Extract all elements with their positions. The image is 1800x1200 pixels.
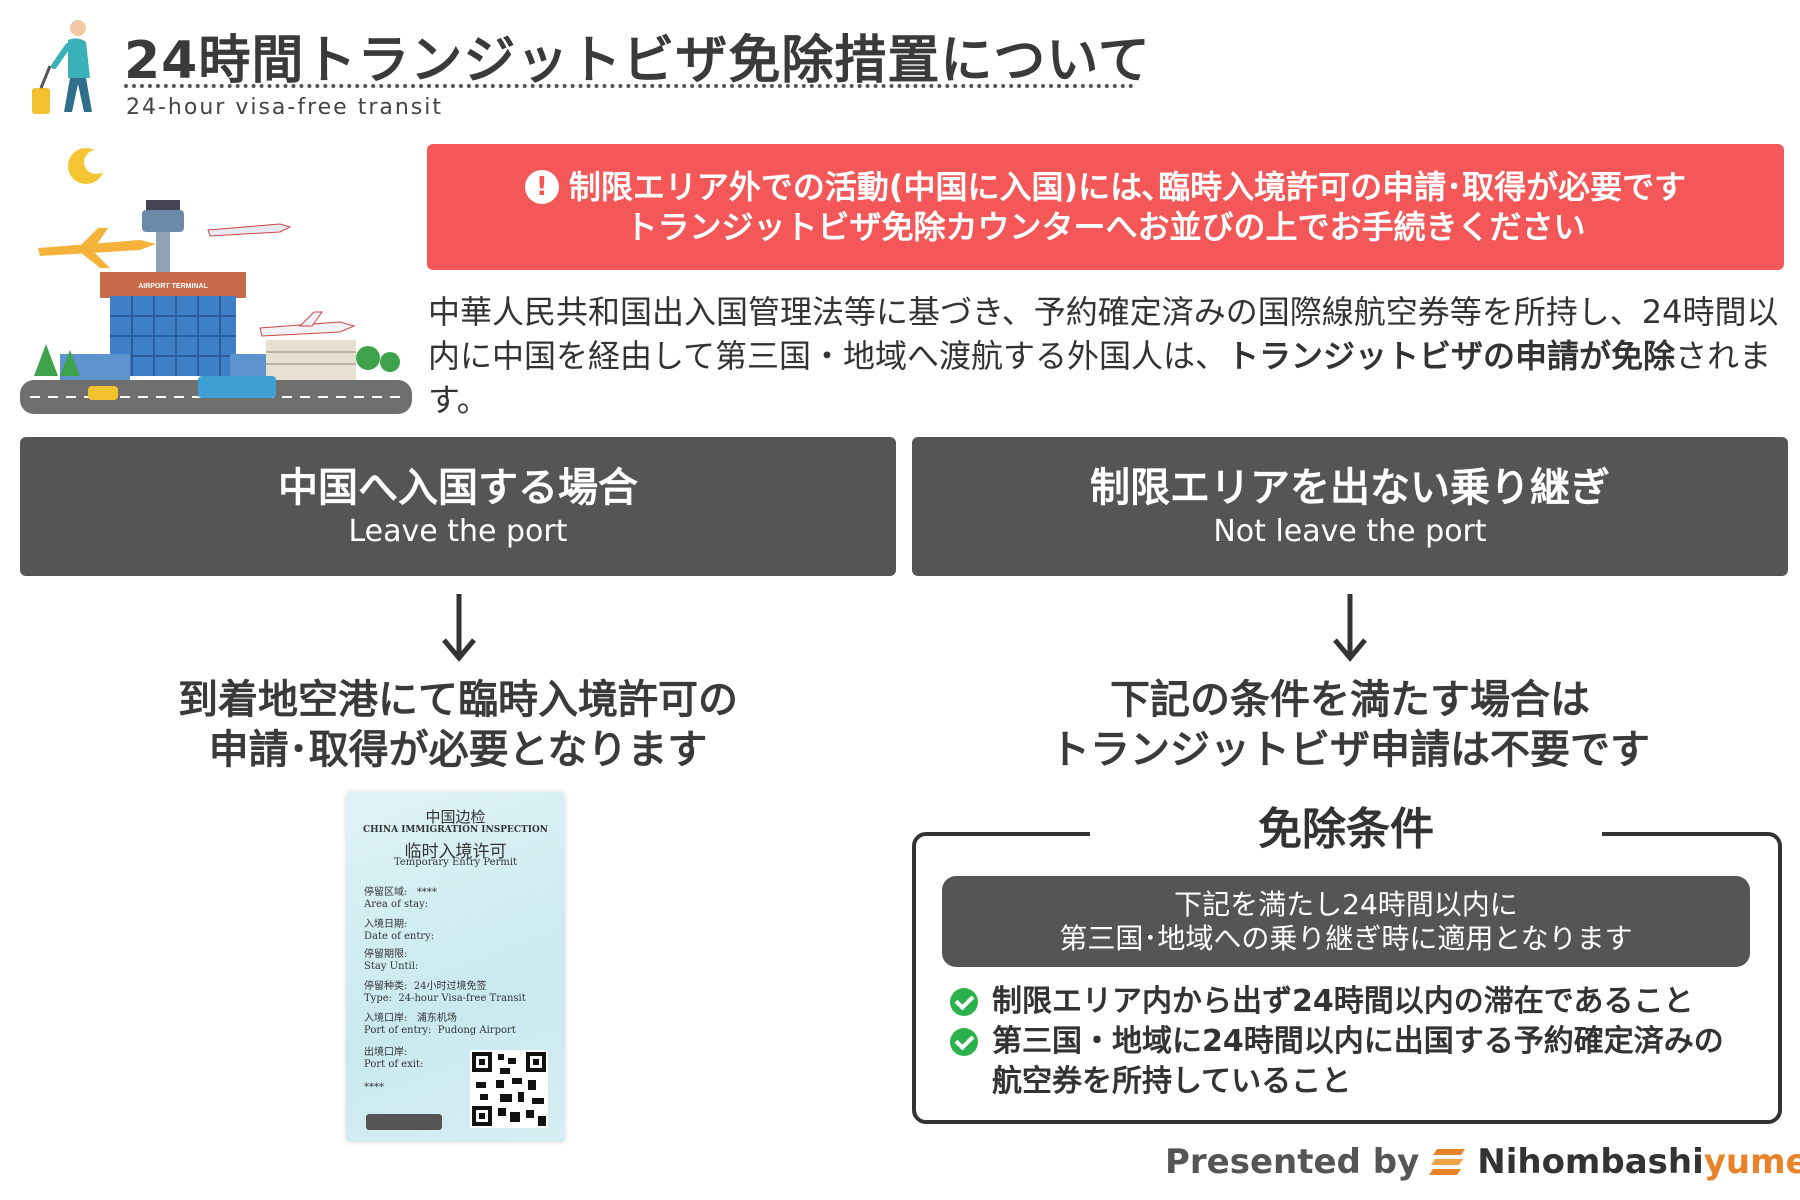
not-leave-port-result: 下記の条件を満たす場合は トランジットビザ申請は不要です	[912, 675, 1788, 775]
permit-field-label-en: Port of exit:	[364, 1059, 424, 1070]
permit-field-value-en: Pudong Airport	[437, 1025, 516, 1036]
not-leave-port-heading: 制限エリアを出ない乗り継ぎ	[1090, 464, 1610, 511]
permit-field-value: 浦东机场	[416, 1013, 457, 1024]
permit-field-label-en: Port of entry:	[364, 1025, 432, 1036]
leave-port-result: 到着地空港にて臨時入境許可の 申請･取得が必要となります	[20, 675, 896, 775]
permit-subtitle-en: Temporary Entry Permit	[393, 857, 518, 868]
permit-field-label-en: Stay Until:	[364, 961, 419, 972]
permit-field-value: ****	[416, 887, 437, 898]
temporary-entry-permit-card: 中国边检 CHINA IMMIGRATION INSPECTION 临时入境许可…	[346, 792, 565, 1142]
leave-port-result-line2: 申請･取得が必要となります	[208, 727, 708, 773]
not-leave-port-result-line2: トランジットビザ申請は不要です	[1050, 727, 1650, 773]
permit-field-label: 停留种类:	[364, 981, 408, 992]
permit-field-label-en: Area of stay:	[364, 899, 429, 910]
title-divider	[124, 84, 1134, 88]
permit-field-label: 入境口岸:	[364, 1013, 408, 1024]
permit-field-label: 停留区域:	[364, 887, 408, 898]
terminal-sign: AIRPORT TERMINAL	[138, 283, 208, 290]
condition-text-line2: 航空券を所持していること	[992, 1064, 1352, 1099]
brand-logo-icon	[1429, 1149, 1466, 1175]
page-title: 24時間トランジットビザ免除措置について	[124, 31, 1151, 91]
conditions-title-mask	[1090, 800, 1602, 860]
airport-illustration: AIRPORT TERMINAL	[20, 148, 412, 414]
qr-code-icon	[470, 1050, 548, 1128]
presented-by-credit: Presented by Nihombashiyumeya	[1165, 1142, 1800, 1182]
alert-text-line1: 制限エリア外での活動(中国に入国)には､臨時入境許可の申請･取得が必要です	[568, 168, 1687, 206]
condition-text: 制限エリア内から出ず24時間以内の滞在であること	[992, 984, 1694, 1019]
airplane-icon	[38, 228, 156, 268]
permit-field-value: 24小时过境免签	[413, 981, 487, 992]
intro-text-end: されます。	[428, 337, 1772, 419]
permit-title-en: CHINA IMMIGRATION INSPECTION	[362, 825, 549, 835]
not-leave-port-heading-en: Not leave the port	[1213, 513, 1487, 549]
check-circle-icon	[950, 1028, 978, 1056]
intro-paragraph: 中華人民共和国出入国管理法等に基づき、予約確定済みの国際線航空券等を所持し、24…	[428, 290, 1788, 422]
conditions-title: 免除条件	[1258, 804, 1434, 855]
arrow-down-icon	[442, 594, 476, 662]
not-leave-port-header: 制限エリアを出ない乗り継ぎ Not leave the port	[912, 437, 1788, 576]
permit-field-label-en: Date of entry:	[364, 931, 435, 942]
brand-name-accent: yume	[1703, 1142, 1800, 1182]
conditions-summary-line2: 第三国･地域への乗り継ぎ時に適用となります	[1059, 921, 1633, 955]
permit-field-label-en: Type:	[364, 993, 393, 1004]
permit-footer-mark: ****	[364, 1082, 384, 1093]
permit-field-label: 停留期限:	[364, 949, 408, 960]
leave-port-result-line1: 到着地空港にて臨時入境許可の	[178, 677, 738, 723]
condition-item: 制限エリア内から出ず24時間以内の滞在であること	[950, 982, 1693, 1022]
condition-item: 第三国・地域に24時間以内に出国する予約確定済みの航空券を所持していること	[950, 1022, 1724, 1102]
conditions-summary-line1: 下記を満たし24時間以内に	[1174, 887, 1518, 921]
condition-text: 第三国・地域に24時間以内に出国する予約確定済みの	[992, 1024, 1724, 1059]
leave-port-heading: 中国へ入国する場合	[278, 464, 638, 511]
leave-port-heading-en: Leave the port	[348, 513, 568, 549]
airplane-icon	[259, 311, 356, 337]
alert-text-line2: トランジットビザ免除カウンターへお並びの上でお手続きください	[625, 208, 1586, 246]
permit-title-cn: 中国边检	[425, 808, 486, 826]
permit-subtitle-cn: 临时入境许可	[404, 842, 507, 862]
leave-port-header: 中国へ入国する場合 Leave the port	[20, 437, 896, 576]
alert-banner: ! 制限エリア外での活動(中国に入国)には､臨時入境許可の申請･取得が必要です …	[427, 144, 1784, 270]
intro-emphasis: トランジットビザの申請が免除	[1227, 337, 1676, 375]
conditions-summary-bar: 下記を満たし24時間以内に 第三国･地域への乗り継ぎ時に適用となります	[942, 876, 1750, 967]
not-leave-port-result-line1: 下記の条件を満たす場合は	[1110, 677, 1590, 723]
permit-field-value-en: 24-hour Visa-free Transit	[398, 993, 526, 1004]
arrow-down-icon	[1333, 594, 1367, 662]
intro-text: 中華人民共和国出入国管理法等に基づき、予約確定済みの国際線航空券等を所持し、24…	[428, 293, 1779, 375]
brand-name: Nihombashi	[1477, 1142, 1704, 1182]
page-subtitle: 24-hour visa-free transit	[126, 95, 443, 120]
presented-by-label: Presented by	[1165, 1142, 1420, 1182]
permit-field-label: 出境口岸:	[364, 1047, 408, 1058]
check-circle-icon	[950, 988, 978, 1016]
permit-redaction-bar	[366, 1114, 442, 1130]
exclamation-icon: !	[524, 170, 559, 204]
permit-field-label: 入境日期:	[364, 919, 408, 930]
traveler-icon	[32, 20, 92, 114]
airplane-icon	[207, 223, 292, 237]
